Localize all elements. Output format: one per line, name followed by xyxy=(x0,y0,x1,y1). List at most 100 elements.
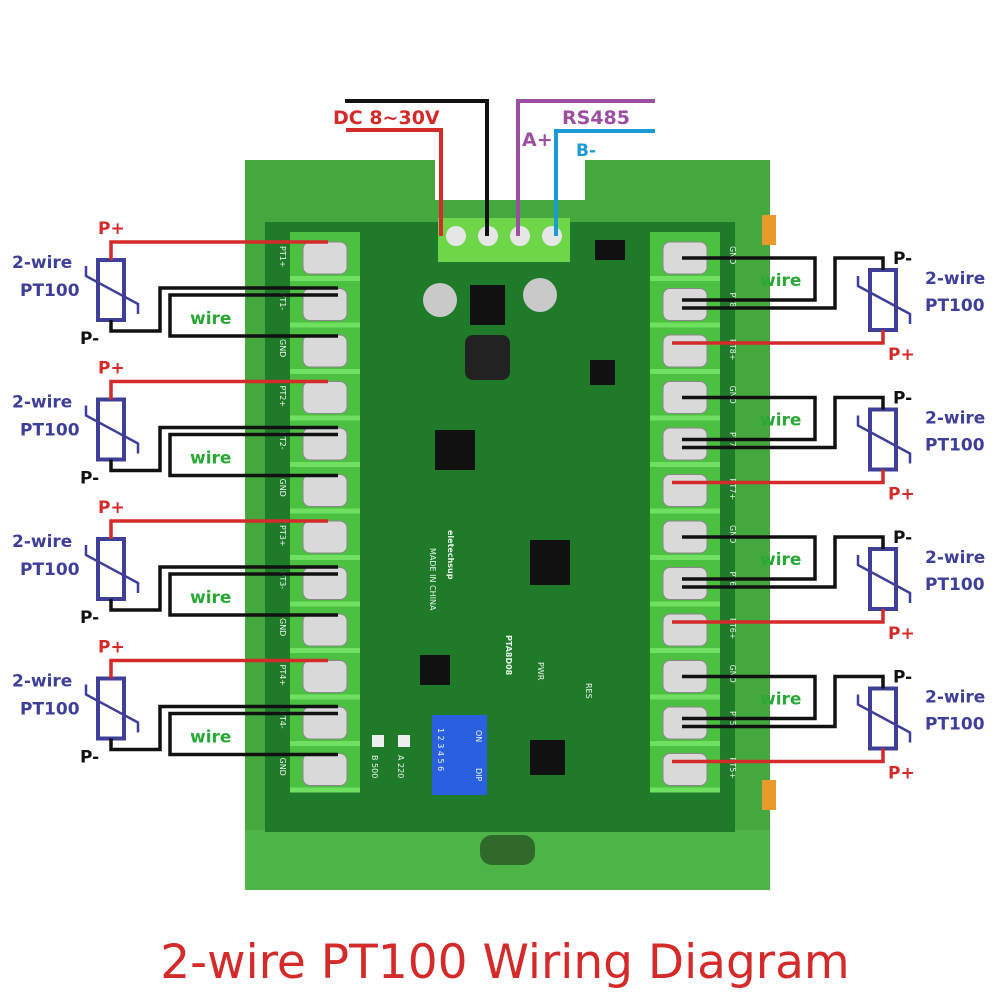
jumper-wire xyxy=(168,711,338,757)
terminal-label: GND xyxy=(278,339,287,357)
positive-wire xyxy=(672,748,885,764)
terminal-label: PT3+ xyxy=(278,525,287,547)
jumper-label: wire xyxy=(760,271,801,291)
pwr-label: PWR xyxy=(536,662,545,681)
terminal-label: PT7+ xyxy=(728,479,737,501)
p-plus-label: P+ xyxy=(98,359,125,379)
thermistor-arrow-icon xyxy=(856,555,912,603)
negative-wire xyxy=(109,425,338,473)
terminal-screw[interactable] xyxy=(302,613,348,647)
p-minus-label: P- xyxy=(893,249,912,269)
gnd-wire xyxy=(345,99,489,236)
jumper-pad xyxy=(398,735,410,747)
rs485-label: RS485 xyxy=(562,107,630,129)
dip-numbers: 1 2 3 4 5 6 xyxy=(436,728,445,771)
p-plus-label: P+ xyxy=(98,638,125,658)
terminal-divider xyxy=(290,462,360,467)
negative-wire xyxy=(682,535,885,589)
dip-switch[interactable] xyxy=(432,715,487,795)
inductor xyxy=(465,335,510,380)
p-plus-label: P+ xyxy=(888,485,915,505)
terminal-label: GND xyxy=(728,665,737,683)
thermistor-arrow-icon xyxy=(84,266,140,314)
screw-vcc[interactable] xyxy=(446,226,466,246)
positive-wire xyxy=(109,658,328,679)
thermistor-arrow-icon xyxy=(856,415,912,464)
jumper-label: wire xyxy=(760,690,801,710)
sensor-model-label: PT100 xyxy=(20,560,80,580)
terminal-divider xyxy=(650,648,720,653)
positive-wire xyxy=(109,379,328,400)
terminal-divider xyxy=(650,369,720,374)
jumper-label: wire xyxy=(760,411,801,431)
right-sensor-7 xyxy=(672,395,912,485)
rs485-b-wire xyxy=(554,129,655,236)
jumper-label: wire xyxy=(760,550,801,570)
jumper-wire xyxy=(168,572,338,617)
terminal-label: PT6+ xyxy=(728,618,737,640)
terminal-divider xyxy=(650,787,720,793)
sensor-type-label: 2-wire xyxy=(12,672,72,692)
chip xyxy=(470,285,505,325)
option-a-label: A 220 xyxy=(396,755,405,778)
terminal-screw[interactable] xyxy=(302,241,348,275)
terminal-label: PT4- xyxy=(278,711,287,729)
p-plus-label: P+ xyxy=(98,498,125,518)
terminal-screw[interactable] xyxy=(662,334,708,368)
terminal-divider xyxy=(290,369,360,374)
terminal-divider xyxy=(650,508,720,514)
terminal-screw[interactable] xyxy=(302,753,348,786)
sensor-model-label: PT100 xyxy=(20,281,80,301)
terminal-screw[interactable] xyxy=(662,567,708,600)
terminal-screw[interactable] xyxy=(302,381,348,414)
jumper-wire xyxy=(168,432,338,478)
terminal-divider xyxy=(290,276,360,281)
terminal-divider xyxy=(650,694,720,700)
negative-wire xyxy=(682,674,885,729)
chip xyxy=(530,540,570,585)
terminal-screw[interactable] xyxy=(662,474,708,507)
sensor-model-label: PT100 xyxy=(20,700,80,720)
power-label: DC 8~30V xyxy=(333,107,440,129)
p-minus-label: P- xyxy=(80,469,99,489)
p-minus-label: P- xyxy=(893,389,912,409)
terminal-divider xyxy=(290,694,360,700)
terminal-screw[interactable] xyxy=(662,753,708,786)
p-minus-label: P- xyxy=(80,748,99,768)
terminal-label: GND xyxy=(278,758,287,776)
terminal-screw[interactable] xyxy=(662,288,708,321)
positive-wire xyxy=(672,330,885,345)
dip-on-label: ON xyxy=(474,730,483,742)
p-plus-label: P+ xyxy=(888,624,915,644)
jumper-wire xyxy=(682,674,817,721)
din-clip xyxy=(762,780,776,810)
terminal-divider xyxy=(650,415,720,421)
sensor-model-label: PT100 xyxy=(925,715,985,735)
diagram-title: 2-wire PT100 Wiring Diagram xyxy=(160,935,849,990)
sensor-type-label: 2-wire xyxy=(925,269,985,289)
terminal-label: PT1+ xyxy=(278,246,287,268)
chip xyxy=(435,430,475,470)
terminal-screw[interactable] xyxy=(662,613,708,647)
terminal-label: GND xyxy=(728,525,737,543)
terminal-screw[interactable] xyxy=(302,520,348,554)
terminal-screw[interactable] xyxy=(662,427,708,461)
terminal-screw[interactable] xyxy=(302,474,348,507)
terminal-screw[interactable] xyxy=(302,334,348,368)
terminal-label: GND xyxy=(728,386,737,404)
terminal-label: PT5+ xyxy=(728,758,737,780)
terminal-divider xyxy=(290,415,360,421)
terminal-divider xyxy=(650,601,720,607)
p-minus-label: P- xyxy=(893,528,912,548)
positive-wire xyxy=(672,609,885,624)
chip xyxy=(590,360,615,385)
terminal-screw[interactable] xyxy=(302,660,348,693)
terminal-screw[interactable] xyxy=(662,706,708,740)
positive-wire xyxy=(672,469,885,485)
terminal-label: PT2- xyxy=(278,432,287,450)
terminal-label: PT3- xyxy=(278,572,287,590)
thermistor-arrow-icon xyxy=(84,545,140,593)
vcc-wire xyxy=(346,128,443,236)
screw-b[interactable] xyxy=(542,226,562,246)
terminal-divider xyxy=(650,276,720,281)
